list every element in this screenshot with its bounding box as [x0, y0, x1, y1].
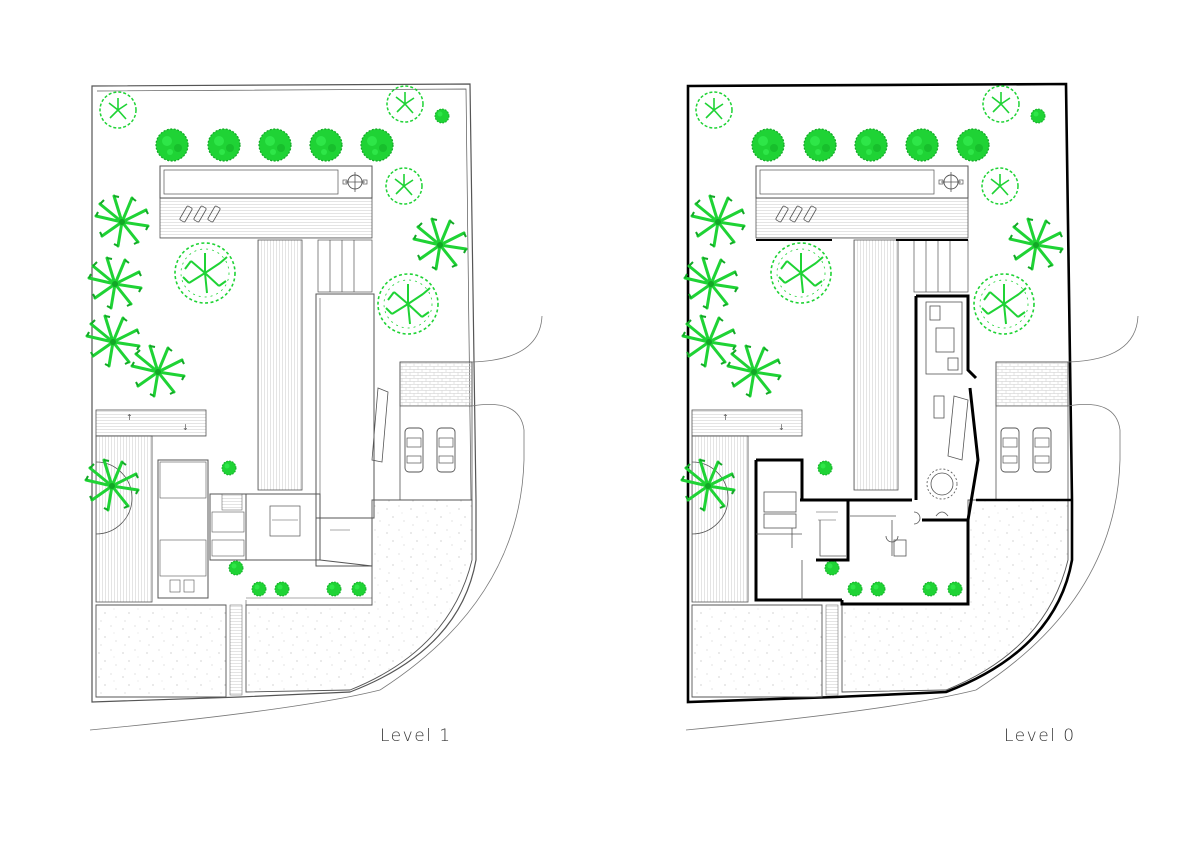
site-boundary [686, 82, 1074, 704]
ground-floor-walls [754, 239, 1072, 606]
level-1-label: Level 1 [380, 726, 452, 746]
svg-text:↓: ↓ [778, 423, 785, 432]
svg-text:↓: ↓ [182, 423, 189, 432]
plan-level-1: ↑ ↓ [86, 83, 542, 730]
ground-floor-interior [756, 301, 969, 600]
svg-text:↑: ↑ [126, 413, 133, 422]
site-boundary [91, 83, 477, 703]
svg-text:↑: ↑ [722, 413, 729, 422]
upper-floor-building [157, 293, 389, 605]
level-0-label: Level 0 [1004, 726, 1076, 746]
plan-level-0: ↑ ↓ [682, 82, 1138, 730]
site-features [86, 86, 542, 730]
